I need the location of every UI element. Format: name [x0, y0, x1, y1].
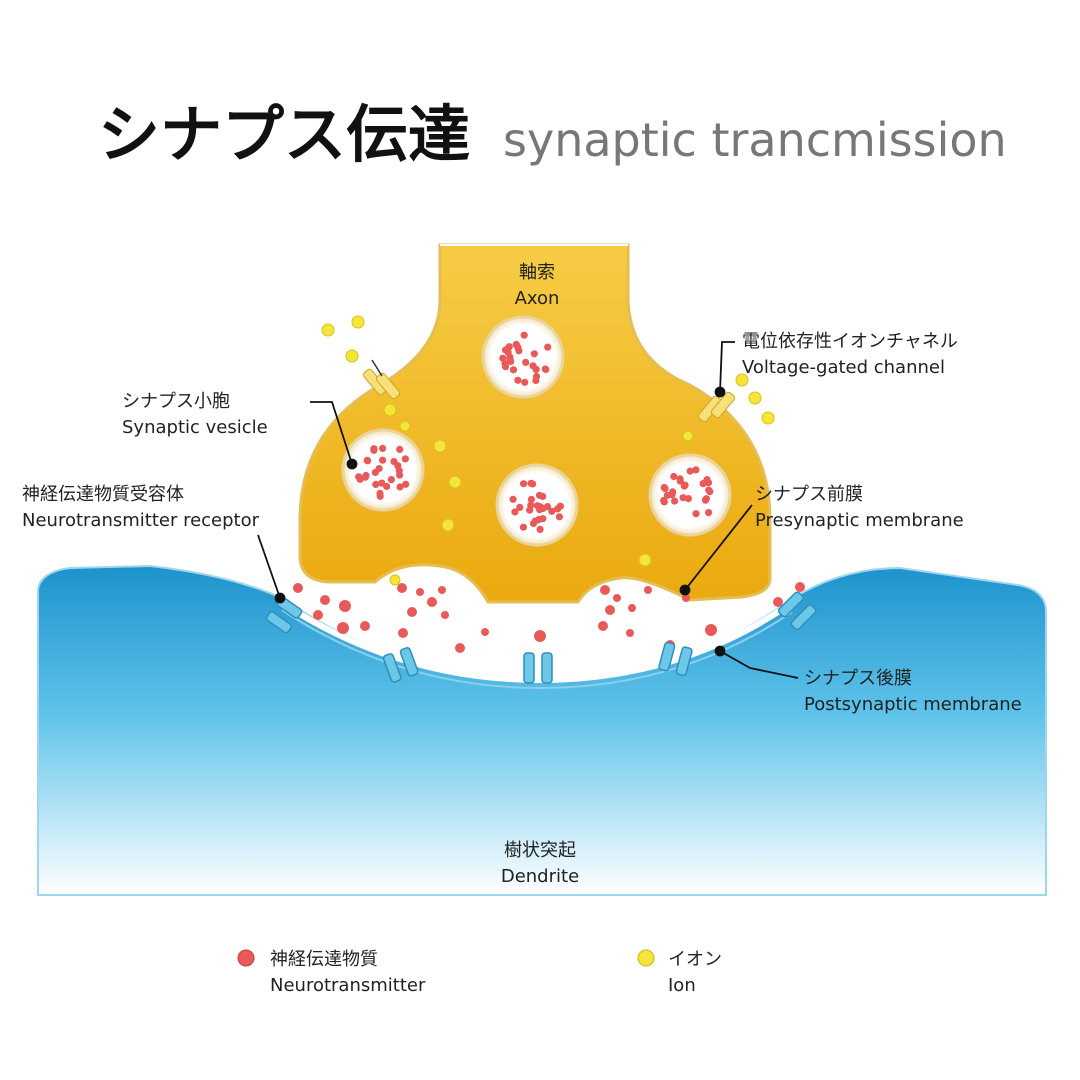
- vesicle-neurotransmitter-dot: [660, 496, 668, 505]
- vesicle-neurotransmitter-dot: [670, 472, 678, 481]
- vesicle-neurotransmitter-dot: [521, 378, 529, 386]
- vesicle-neurotransmitter-dot: [383, 482, 391, 491]
- label-postsynaptic-en: Postsynaptic membrane: [804, 694, 1022, 715]
- vesicle-neurotransmitter-dot: [548, 507, 556, 515]
- vesicle-neurotransmitter-dot: [509, 366, 518, 374]
- vesicle-neurotransmitter-dot: [536, 525, 544, 534]
- vesicle-neurotransmitter-dot: [363, 456, 371, 464]
- vesicle-neurotransmitter-dot: [499, 354, 507, 362]
- vesicle-neurotransmitter-dot: [504, 348, 512, 357]
- vesicle-neurotransmitter-dot: [526, 506, 534, 514]
- vesicle-neurotransmitter-dot: [387, 476, 395, 484]
- vesicle-neurotransmitter-dot: [516, 503, 524, 511]
- label-dendrite-ja: 樹状突起: [504, 840, 576, 861]
- label-channel-en: Voltage-gated channel: [742, 357, 945, 378]
- postsynaptic-membrane: [280, 600, 792, 684]
- vesicle-neurotransmitter-dot: [530, 350, 538, 358]
- vesicle-neurotransmitter-dot: [702, 495, 711, 503]
- vesicle-neurotransmitter-dot: [396, 483, 404, 491]
- vesicle-neurotransmitter-dot: [355, 473, 363, 481]
- label-channel-ja: 電位依存性イオンチャネル: [742, 331, 958, 352]
- vesicle-neurotransmitter-dot: [703, 476, 711, 484]
- vesicle-neurotransmitter-dot: [396, 445, 404, 453]
- vesicle-neurotransmitter-dot: [660, 483, 668, 492]
- vesicle-neurotransmitter-dot: [544, 343, 552, 351]
- label-presynaptic-ja: シナプス前膜: [755, 484, 863, 505]
- vesicle-neurotransmitter-dot: [506, 355, 514, 363]
- label-vesicle-ja: シナプス小胞: [122, 391, 230, 412]
- legend-neurotransmitter-en: Neurotransmitter: [270, 975, 426, 996]
- legend-neurotransmitter-swatch: [237, 949, 255, 967]
- label-axon-ja: 軸索: [519, 262, 555, 283]
- vesicle-neurotransmitter-dot: [509, 495, 517, 503]
- label-dendrite-en: Dendrite: [501, 866, 579, 887]
- label-receptor-ja: 神経伝達物質受容体: [22, 484, 184, 505]
- vesicle-neurotransmitter-dot: [512, 340, 520, 348]
- vesicle-neurotransmitter-dot: [520, 480, 528, 488]
- vesicle-neurotransmitter-dot: [535, 491, 544, 499]
- vesicle-neurotransmitter-dot: [692, 510, 700, 518]
- label-presynaptic-en: Presynaptic membrane: [755, 510, 964, 531]
- vesicle-neurotransmitter-dot: [522, 358, 530, 366]
- vesicle-neurotransmitter-dot: [676, 477, 684, 485]
- vesicle-neurotransmitter-dot: [370, 445, 378, 453]
- vesicle-neurotransmitter-dot: [375, 465, 383, 473]
- legend-ion-ja: イオン: [668, 949, 722, 970]
- vesicle-neurotransmitter-dot: [362, 471, 370, 480]
- label-axon-en: Axon: [515, 288, 560, 309]
- vesicle-neurotransmitter-dot: [527, 495, 536, 503]
- vesicle-neurotransmitter-dot: [668, 491, 676, 499]
- legend-ion-swatch: [637, 949, 655, 967]
- leader-lines: [257, 341, 799, 679]
- synaptic-cleft: [282, 573, 790, 668]
- vesicle-neurotransmitter-dot: [514, 376, 522, 384]
- ions: [321, 315, 775, 586]
- title-english: synaptic trancmission: [503, 113, 1007, 167]
- vesicle-neurotransmitters: [355, 331, 714, 534]
- vesicle-neurotransmitter-dot: [539, 504, 547, 513]
- vesicle-neurotransmitter-dot: [554, 505, 562, 513]
- legend: 神経伝達物質 Neurotransmitter イオン Ion: [237, 949, 722, 996]
- voltage-gated-channel-left: [362, 359, 401, 400]
- legend-neurotransmitter-ja: 神経伝達物質: [270, 949, 378, 970]
- vesicle-neurotransmitter-dot: [511, 508, 519, 516]
- vesicle-neurotransmitter-dot: [542, 365, 550, 374]
- vesicle-neurotransmitter-dot: [533, 502, 542, 510]
- vesicle-neurotransmitter-dot: [402, 480, 410, 488]
- vesicle-neurotransmitter-dot: [679, 494, 687, 502]
- label-postsynaptic-ja: シナプス後膜: [804, 668, 912, 689]
- receptors: [265, 591, 817, 684]
- vesicle-neurotransmitter-dot: [379, 456, 387, 464]
- vesicle-neurotransmitter-dot: [539, 515, 547, 523]
- vesicle-neurotransmitter-dot: [686, 467, 694, 475]
- vesicle-neurotransmitter-dot: [519, 523, 528, 531]
- vesicle-neurotransmitter-dot: [376, 492, 384, 500]
- vesicle-neurotransmitter-dot: [395, 467, 403, 475]
- vesicle-neurotransmitter-dot: [501, 363, 510, 371]
- vesicle-neurotransmitter-dot: [532, 365, 540, 373]
- vesicle-neurotransmitter-dot: [529, 480, 537, 488]
- vesicle-neurotransmitter-dot: [520, 331, 528, 339]
- vesicle-neurotransmitter-dot: [671, 497, 679, 505]
- label-vesicle-en: Synaptic vesicle: [122, 417, 268, 438]
- vesicle-neurotransmitter-dot: [692, 466, 700, 474]
- vesicle-neurotransmitter-dot: [681, 481, 689, 489]
- vesicle-neurotransmitter-dot: [390, 458, 398, 466]
- title-japanese: シナプス伝達: [98, 98, 470, 171]
- vesicle-neurotransmitter-dot: [555, 513, 564, 521]
- vesicle-neurotransmitter-dot: [705, 486, 713, 494]
- vesicle-neurotransmitter-dot: [684, 495, 693, 503]
- vesicle-neurotransmitter-dot: [532, 372, 541, 381]
- vesicle-neurotransmitter-dot: [505, 343, 513, 351]
- vesicle-neurotransmitter-dot: [531, 517, 539, 525]
- vesicle-neurotransmitter-dot: [379, 444, 387, 452]
- vesicle-neurotransmitter-dot: [705, 508, 713, 517]
- free-neurotransmitters: [293, 582, 805, 653]
- vesicle-neurotransmitter-dot: [372, 480, 380, 488]
- legend-ion-en: Ion: [668, 975, 696, 996]
- voltage-gated-channel-right: [697, 391, 736, 423]
- label-receptor-en: Neurotransmitter receptor: [22, 510, 260, 531]
- vesicle-neurotransmitter-dot: [401, 455, 409, 463]
